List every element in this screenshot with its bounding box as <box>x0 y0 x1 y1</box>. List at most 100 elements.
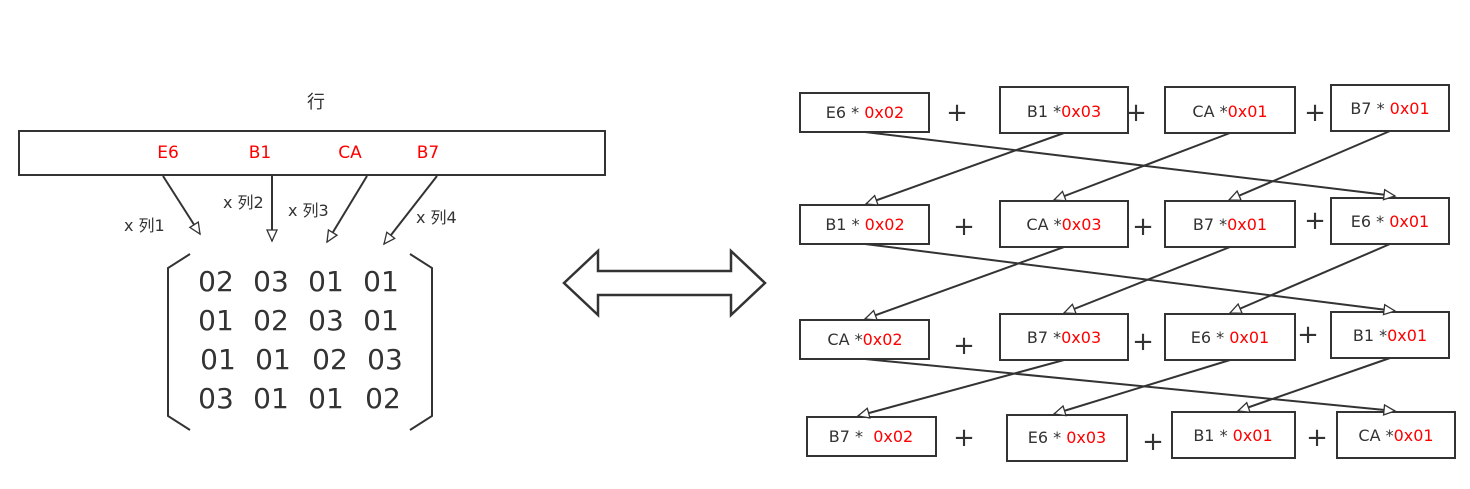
matrix: 02 03 01 01 01 02 03 01 01 01 02 03 03 0… <box>198 265 403 415</box>
term-label: E6 * 0x03 <box>1028 428 1106 447</box>
term-label: B7 * 0x02 <box>829 427 913 446</box>
column-arrow-4 <box>383 175 438 246</box>
term-byte: CA * <box>1358 426 1393 445</box>
term-coef: 0x01 <box>1229 328 1269 347</box>
term-box-r4-c2 <box>1006 414 1128 462</box>
term-coef: 0x01 <box>1394 426 1434 445</box>
term-byte: E6 * <box>1028 428 1066 447</box>
term-box-r3-c1 <box>799 319 930 360</box>
term-byte: E6 * <box>826 103 864 122</box>
term-byte: B7 * <box>1027 328 1061 347</box>
term-byte: B1 * <box>1193 426 1232 445</box>
term-label: B1 * 0x02 <box>825 215 904 234</box>
matrix-cell: 02 <box>198 265 234 298</box>
plus-sign: + <box>1132 327 1154 357</box>
matrix-cell: 01 <box>363 304 399 337</box>
term-coef: 0x02 <box>864 103 904 122</box>
column-arrow-3 <box>326 175 368 244</box>
term-coef: 0x02 <box>863 330 903 349</box>
term-label: B7 * 0x01 <box>1350 99 1429 118</box>
term-byte: B1 * <box>825 215 864 234</box>
plus-sign: + <box>1304 98 1326 128</box>
term-coef: 0x01 <box>1228 102 1268 121</box>
term-box-r2-c2 <box>999 200 1129 248</box>
matrix-left-bracket <box>167 253 191 431</box>
term-label: CA *0x01 <box>1192 102 1267 121</box>
shift-arrow <box>864 243 1397 316</box>
term-coef: 0x03 <box>1062 215 1102 234</box>
plus-sign: + <box>1132 212 1154 242</box>
matrix-cell: 02 <box>253 304 289 337</box>
term-coef: 0x03 <box>1066 428 1106 447</box>
term-label: B7 *0x03 <box>1027 328 1101 347</box>
shift-arrow <box>1052 132 1231 202</box>
term-box-r3-c2 <box>999 313 1129 361</box>
matrix-cell: 02 <box>365 382 401 415</box>
row-title: 行 <box>307 92 325 113</box>
matrix-cell: 01 <box>308 265 344 298</box>
term-byte: E6 * <box>1351 212 1389 231</box>
matrix-right-bracket <box>409 253 433 431</box>
matrix-cell: 03 <box>253 265 289 298</box>
plus-signs: + + + + + + + + + + + + <box>946 98 1328 457</box>
equivalence-double-arrow <box>562 248 767 318</box>
row-byte-3: CA <box>338 143 362 163</box>
term-box-r1-c3 <box>1164 86 1296 134</box>
term-coef: 0x01 <box>1233 426 1273 445</box>
term-label: CA *0x03 <box>1026 215 1101 234</box>
shift-arrows <box>856 130 1397 419</box>
column-label-1: x 列1 <box>124 216 165 235</box>
matrix-cell: 01 <box>198 304 234 337</box>
row-byte-1: E6 <box>157 143 179 163</box>
term-coef: 0x01 <box>1387 326 1427 345</box>
term-byte: CA * <box>1192 102 1227 121</box>
term-label: E6 * 0x01 <box>1191 328 1269 347</box>
row-byte-4: B7 <box>417 143 439 163</box>
term-label: B1 *0x01 <box>1353 326 1427 345</box>
term-coef: 0x01 <box>1389 212 1429 231</box>
term-coef: 0x02 <box>865 215 905 234</box>
term-byte: B7 * <box>1350 99 1389 118</box>
shift-arrow <box>864 358 1397 416</box>
term-label: CA *0x01 <box>1358 426 1433 445</box>
plus-sign: + <box>1125 98 1147 128</box>
term-coef: 0x01 <box>1227 215 1267 234</box>
term-box-r2-c3 <box>1164 200 1296 248</box>
term-byte: E6 * <box>1191 328 1229 347</box>
shift-arrow <box>1228 243 1391 314</box>
matrix-cell: 03 <box>308 304 344 337</box>
term-coef: 0x03 <box>1061 102 1101 121</box>
term-byte: CA * <box>827 330 862 349</box>
column-label-3: x 列3 <box>288 201 329 220</box>
matrix-cell: 01 <box>363 265 399 298</box>
term-label: B1 *0x03 <box>1027 102 1101 121</box>
row-vector-group: 行 E6 B1 CA B7 <box>18 92 606 176</box>
term-box-r1-c4 <box>1330 84 1450 132</box>
plus-sign: + <box>953 331 975 361</box>
row-byte-2: B1 <box>249 143 271 163</box>
matrix-cell: 01 <box>253 382 289 415</box>
column-arrow-1 <box>162 175 201 236</box>
term-byte: B7 * <box>1193 215 1227 234</box>
term-coef: 0x02 <box>873 427 913 446</box>
shift-arrow <box>1062 246 1231 315</box>
plus-sign: + <box>1306 423 1328 453</box>
shift-arrow <box>1227 130 1391 201</box>
matrix-cell: 01 <box>308 382 344 415</box>
term-label: CA *0x02 <box>827 330 902 349</box>
shift-arrow <box>1236 357 1391 413</box>
term-byte: CA * <box>1026 215 1061 234</box>
term-labels: E6 * 0x02 B1 *0x03 CA *0x01 B7 * 0x01 B1… <box>825 99 1433 447</box>
shift-arrow <box>864 131 1397 201</box>
shift-arrow <box>856 359 1065 419</box>
term-label: B1 * 0x01 <box>1193 426 1272 445</box>
plus-sign: + <box>953 423 975 453</box>
term-boxes <box>799 84 1456 462</box>
matrix-brackets <box>167 253 433 431</box>
plus-sign: + <box>1142 427 1164 457</box>
plus-sign: + <box>1297 320 1319 350</box>
plus-sign: + <box>946 98 968 128</box>
term-label: E6 * 0x02 <box>826 103 904 122</box>
term-coef: 0x01 <box>1390 99 1430 118</box>
